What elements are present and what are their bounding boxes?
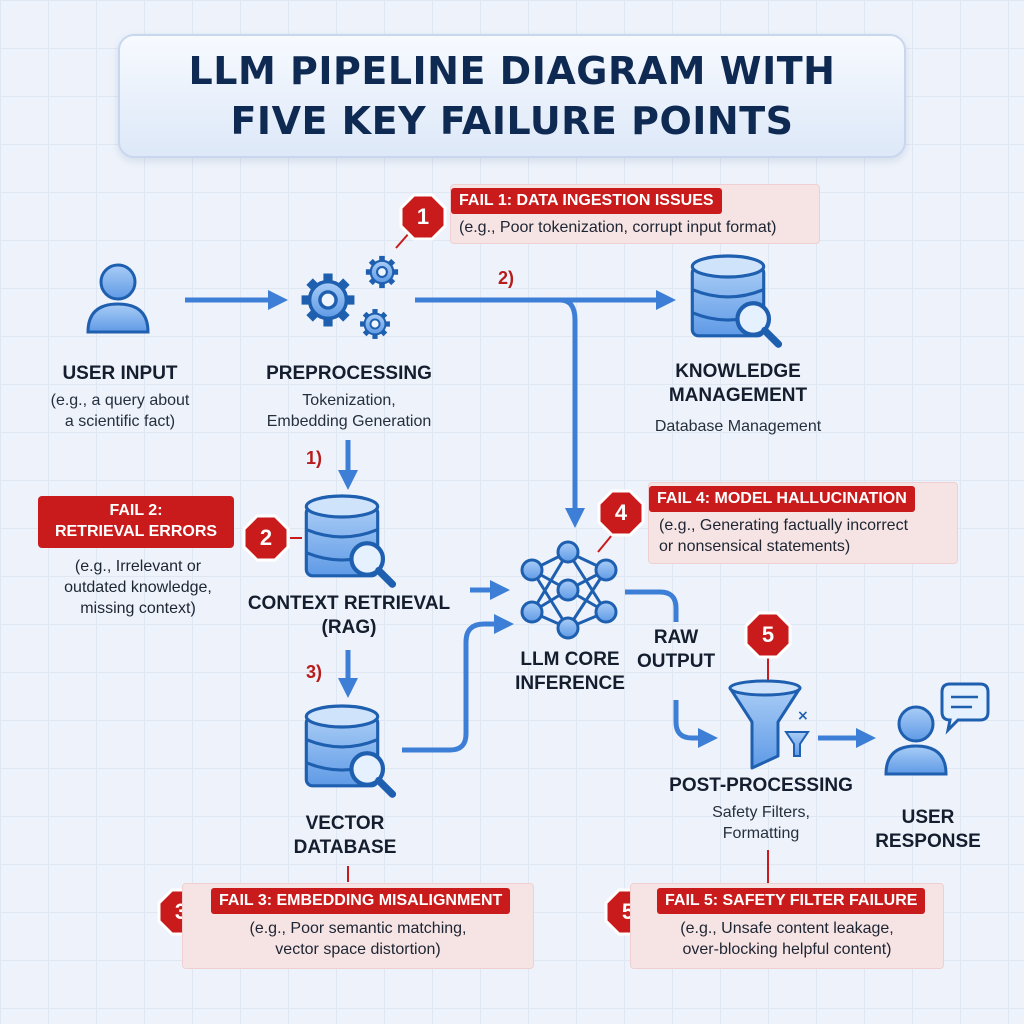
context-retrieval-label-1: CONTEXT RETRIEVAL	[247, 593, 451, 614]
gears-icon	[302, 256, 399, 339]
user-response-label-2: RESPONSE	[875, 831, 981, 852]
knowledge-database-icon	[692, 256, 778, 344]
fail-2-number: 2	[259, 525, 273, 550]
fail-1-tag: FAIL 1: DATA INGESTION ISSUES	[451, 188, 722, 214]
post-processing-label: POST-PROCESSING	[669, 775, 853, 796]
title-line-1: LLM PIPELINE DIAGRAM WITH	[188, 49, 836, 93]
user-input-icon	[86, 263, 150, 334]
sequence-label-2: 2)	[498, 268, 515, 288]
fail-3-description-line-2: vector space distortion)	[275, 941, 441, 958]
fail-5-description: (e.g., Unsafe content leakage, over-bloc…	[631, 918, 943, 960]
vector-database-label-1: VECTOR	[305, 813, 385, 834]
fail-5-tag: FAIL 5: SAFETY FILTER FAILURE	[657, 888, 926, 914]
fail-1-description: (e.g., Poor tokenization, corrupt input …	[459, 219, 777, 236]
user-response-label-1: USER	[901, 807, 955, 828]
fail-2-tag-box: FAIL 2: RETRIEVAL ERRORS	[38, 496, 234, 548]
post-processing-sub-2: Formatting	[722, 825, 800, 842]
vector-database-label-2: DATABASE	[293, 837, 397, 858]
fail-4-description: (e.g., Generating factually incorrect or…	[659, 515, 908, 557]
llm-core-label-2: INFERENCE	[515, 673, 625, 694]
fail-4-tag: FAIL 4: MODEL HALLUCINATION	[649, 486, 915, 512]
fail-2-description-line-3: missing context)	[80, 600, 196, 617]
raw-output-label-1: RAW	[653, 627, 699, 648]
arrow-branch-to-llm-core	[559, 297, 585, 528]
context-retrieval-label-2: (RAG)	[321, 617, 377, 638]
fail-2-description-line-2: outdated knowledge,	[64, 579, 212, 596]
fail-4-number: 4	[614, 500, 628, 525]
raw-output-label-2: OUTPUT	[636, 651, 716, 672]
user-input-sub-1: (e.g., a query about	[50, 392, 190, 409]
user-input-node: USER INPUT (e.g., a query about a scient…	[30, 362, 210, 432]
fail-5-description-line-2: over-blocking helpful content)	[682, 941, 892, 958]
context-retrieval-node: CONTEXT RETRIEVAL (RAG)	[234, 592, 464, 640]
fail-2-tag-line-2: RETRIEVAL ERRORS	[54, 523, 218, 540]
arrow-raw-output-to-post-processing	[673, 700, 718, 748]
chat-bubble-icon	[940, 682, 990, 735]
user-response-icon	[884, 705, 948, 776]
sequence-label-1: 1)	[306, 448, 323, 468]
arrow-llm-core-raw-output	[625, 589, 679, 622]
fail-3-description: (e.g., Poor semantic matching, vector sp…	[183, 918, 533, 960]
knowledge-label-2: MANAGEMENT	[668, 385, 808, 406]
post-processing-sub-1: Safety Filters,	[712, 804, 810, 821]
title-banner: LLM PIPELINE DIAGRAM WITH FIVE KEY FAILU…	[118, 34, 906, 158]
fail-3-callout: FAIL 3: EMBEDDING MISALIGNMENT (e.g., Po…	[182, 883, 534, 969]
sequence-label-3: 3)	[306, 662, 323, 682]
fail-5-callout: FAIL 5: SAFETY FILTER FAILURE (e.g., Uns…	[630, 883, 944, 969]
knowledge-sub: Database Management	[654, 418, 822, 435]
knowledge-label-1: KNOWLEDGE	[675, 361, 801, 382]
post-processing-node: POST-PROCESSING Safety Filters, Formatti…	[656, 774, 866, 844]
vector-database-node: VECTOR DATABASE	[270, 812, 420, 860]
fail-2-description-line-1: (e.g., Irrelevant or	[74, 558, 202, 575]
fail-1-number: 1	[416, 204, 430, 229]
fail-4-callout: FAIL 4: MODEL HALLUCINATION (e.g., Gener…	[648, 482, 958, 564]
preprocessing-sub-2: Embedding Generation	[266, 413, 432, 430]
raw-output-node: RAW OUTPUT	[628, 626, 724, 674]
neural-network-icon	[520, 540, 618, 640]
fail-4-description-line-1: (e.g., Generating factually incorrect	[659, 517, 909, 534]
llm-core-node: LLM CORE INFERENCE	[500, 648, 640, 696]
title-line-2: FIVE KEY FAILURE POINTS	[230, 99, 794, 143]
svg-text:×: ×	[797, 708, 809, 724]
fail-4-connector	[597, 534, 613, 553]
fail-5-description-line-1: (e.g., Unsafe content leakage,	[680, 920, 894, 937]
fail-2-tag-line-1: FAIL 2:	[109, 502, 163, 519]
user-input-label: USER INPUT	[62, 363, 178, 384]
fail-3-description-line-1: (e.g., Poor semantic matching,	[249, 920, 467, 937]
context-database-icon	[306, 496, 392, 584]
knowledge-management-node: KNOWLEDGE MANAGEMENT Database Management	[628, 360, 848, 437]
user-response-node: USER RESPONSE	[862, 806, 994, 854]
preprocessing-label: PREPROCESSING	[266, 363, 432, 384]
fail-2-description: (e.g., Irrelevant or outdated knowledge,…	[28, 556, 248, 619]
funnel-filter-icon: ×	[728, 679, 810, 770]
user-input-sub-2: a scientific fact)	[64, 413, 176, 430]
vector-database-icon	[306, 706, 392, 794]
fail-3-tag: FAIL 3: EMBEDDING MISALIGNMENT	[211, 888, 511, 914]
fail-4-description-line-2: or nonsensical statements)	[659, 538, 851, 555]
llm-core-label-1: LLM CORE	[520, 649, 620, 670]
arrow-vector-db-to-llm-core	[402, 614, 514, 753]
fail-1-callout: FAIL 1: DATA INGESTION ISSUES (e.g., Poo…	[450, 184, 820, 244]
preprocessing-sub-1: Tokenization,	[302, 392, 396, 409]
preprocessing-node: PREPROCESSING Tokenization, Embedding Ge…	[236, 362, 462, 432]
fail-5-marker-number: 5	[761, 622, 775, 647]
